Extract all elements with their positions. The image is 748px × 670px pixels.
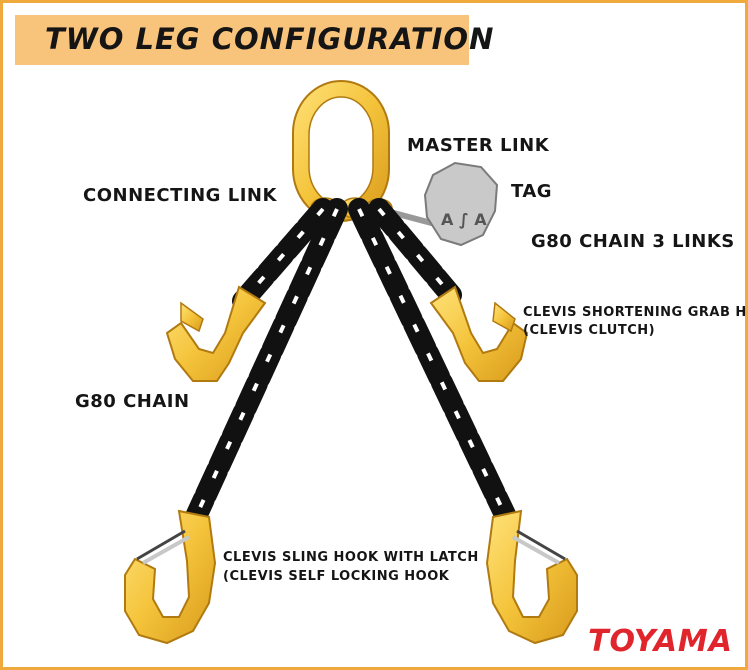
label-clevis-shortening-line1: CLEVIS SHORTENING GRAB H <box>523 305 747 320</box>
title-banner: TWO LEG CONFIGURATION <box>15 15 493 65</box>
chain-right-main <box>348 198 520 534</box>
label-clevis-sling-line2: (CLEVIS SELF LOCKING HOOK <box>223 569 450 584</box>
right-sling-hook-icon <box>485 509 578 645</box>
left-grab-hook-icon <box>165 285 267 382</box>
label-clevis-sling-line1: CLEVIS SLING HOOK WITH LATCH <box>223 550 479 565</box>
label-connecting-link: CONNECTING LINK <box>83 185 277 206</box>
master-link-icon <box>292 80 390 222</box>
chain-left-main <box>182 198 348 534</box>
left-sling-hook-icon <box>124 509 217 645</box>
label-g80-chain: G80 CHAIN <box>75 391 190 412</box>
brand-logo: TOYAMA <box>588 624 733 659</box>
chain-right-outer <box>368 198 462 306</box>
label-g80-chain-3-links: G80 CHAIN 3 LINKS <box>531 231 735 252</box>
label-master-link: MASTER LINK <box>407 135 550 156</box>
chain-sling-illustration: A ∫ A <box>124 80 578 645</box>
label-clevis-shortening-line2: (CLEVIS CLUTCH) <box>523 323 656 338</box>
svg-text:A ∫ A: A ∫ A <box>441 210 487 229</box>
page-title: TWO LEG CONFIGURATION <box>45 22 495 56</box>
label-tag: TAG <box>511 181 553 202</box>
chain-left-outer <box>232 198 334 312</box>
right-grab-hook-icon <box>429 285 529 382</box>
